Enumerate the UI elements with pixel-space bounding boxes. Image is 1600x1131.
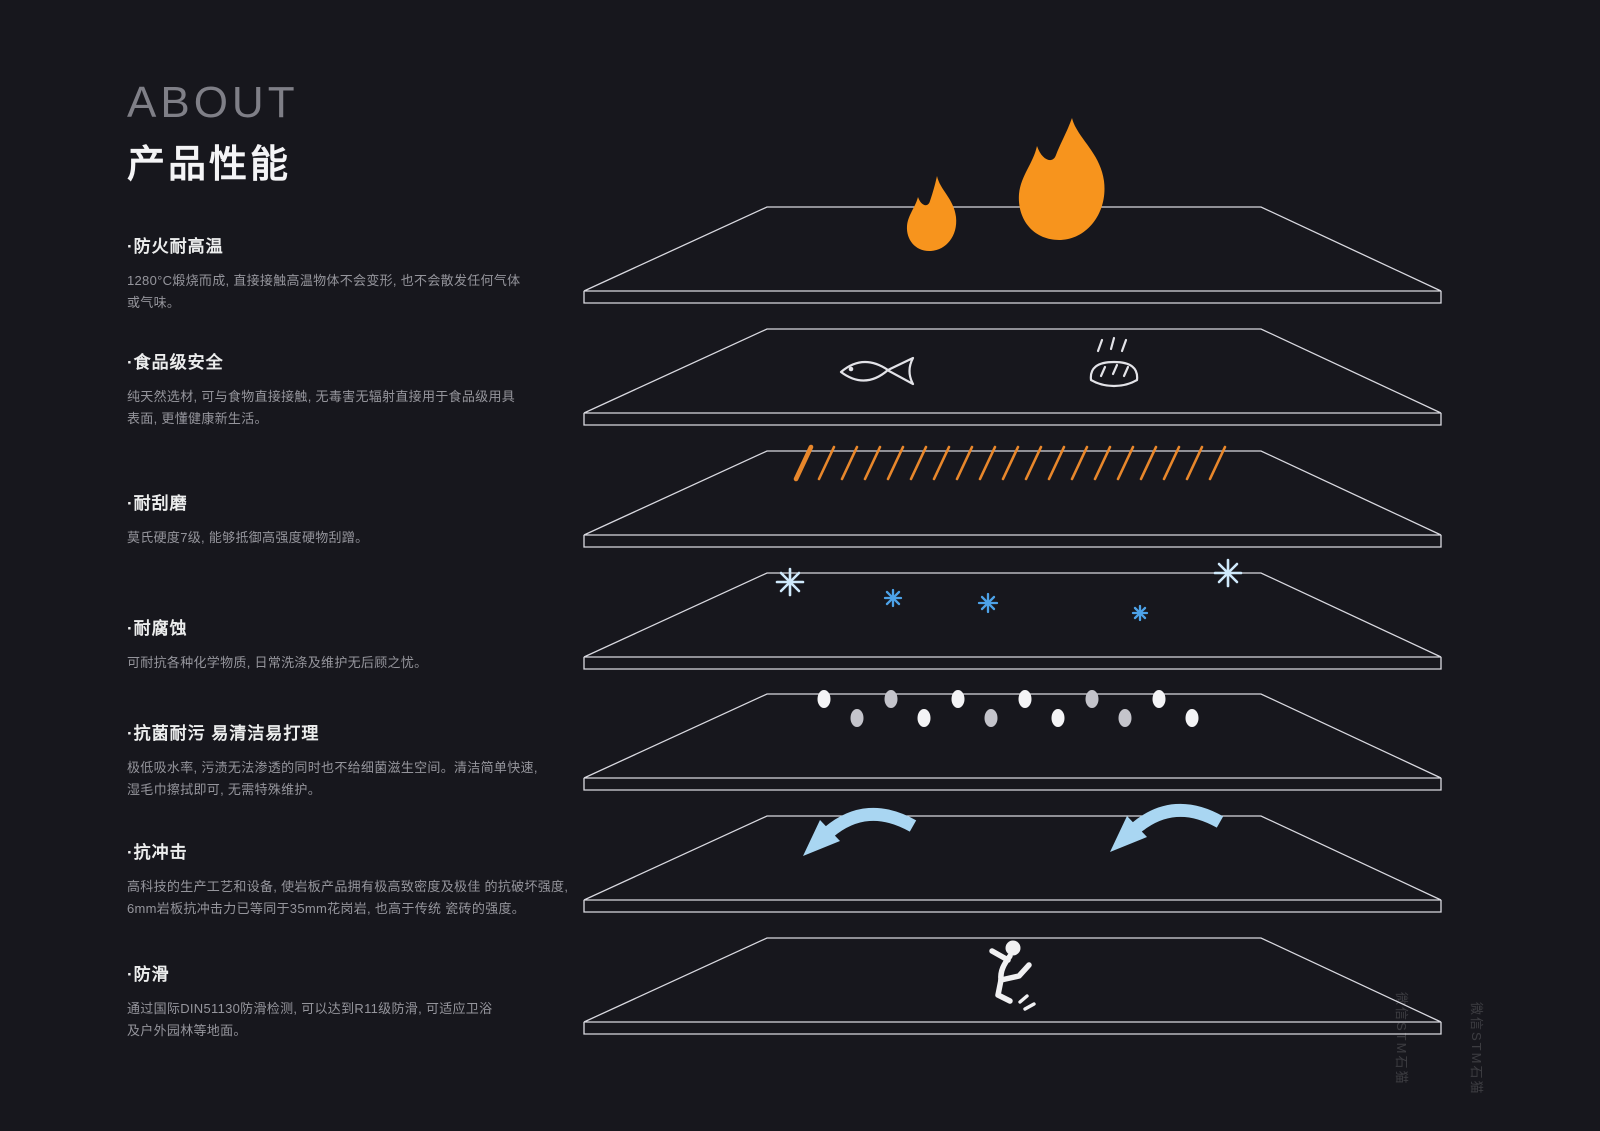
slab-layer-corrosion xyxy=(583,572,1442,670)
slab-layer-antislip xyxy=(583,937,1442,1035)
feature-corrosion-resistant: ·耐腐蚀 可耐抗各种化学物质, 日常洗涤及维护无后顾之忧。 xyxy=(127,614,597,674)
feature-title: ·防滑 xyxy=(127,965,170,984)
feature-fireproof: ·防火耐高温 1280°C煅烧而成, 直接接触高温物体不会变形, 也不会散发任何… xyxy=(127,232,597,314)
snowflake-icons xyxy=(775,558,1243,622)
snowflake-small-1 xyxy=(883,588,903,608)
snowflake-small-2 xyxy=(977,592,999,614)
feature-scratch-resistant: ·耐刮磨 莫氏硬度7级, 能够抵御高强度硬物刮蹭。 xyxy=(127,489,597,549)
watermark: 微信STM石猫 xyxy=(1469,1002,1484,1096)
impact-arrow-right-icon xyxy=(1110,803,1224,852)
feature-title: ·耐刮磨 xyxy=(127,494,188,513)
feature-food-safe: ·食品级安全 纯天然选材, 可与食物直接接触, 无毒害无辐射直接用于食品级用具 … xyxy=(127,348,597,430)
feature-title: ·抗菌耐污 易清洁易打理 xyxy=(127,724,320,743)
feature-desc: 通过国际DIN51130防滑检测, 可以达到R11级防滑, 可适应卫浴 及户外园… xyxy=(127,1001,493,1039)
fish-icon xyxy=(839,356,915,386)
feature-desc: 高科技的生产工艺和设备, 使岩板产品拥有极高致密度及极佳 的抗破坏强度, 6mm… xyxy=(127,879,569,917)
slab-layer-scratch xyxy=(583,450,1442,548)
slipping-person-icon xyxy=(989,940,1036,1011)
feature-desc: 莫氏硬度7级, 能够抵御高强度硬物刮蹭。 xyxy=(127,530,369,545)
feature-desc: 极低吸水率, 污渍无法渗透的同时也不给细菌滋生空间。清洁简单快速, 湿毛巾擦拭即… xyxy=(127,760,538,798)
feature-desc: 1280°C煅烧而成, 直接接触高温物体不会变形, 也不会散发任何气体 或气味。 xyxy=(127,273,521,311)
feature-desc: 可耐抗各种化学物质, 日常洗涤及维护无后顾之忧。 xyxy=(127,655,428,670)
about-heading: ABOUT xyxy=(127,78,299,127)
bread-icon xyxy=(1089,336,1139,388)
flame-large-icon xyxy=(1018,118,1105,241)
feature-desc: 纯天然选材, 可与食物直接接触, 无毒害无辐射直接用于食品级用具 表面, 更懂健… xyxy=(127,389,516,427)
feature-impact-resistant: ·抗冲击 高科技的生产工艺和设备, 使岩板产品拥有极高致密度及极佳 的抗破坏强度… xyxy=(127,838,597,920)
snowflake-small-3 xyxy=(1131,604,1149,622)
droplet-icons xyxy=(817,690,1199,727)
feature-title: ·耐腐蚀 xyxy=(127,619,188,638)
scratch-lines-icon xyxy=(793,444,1227,482)
snowflake-large-right xyxy=(1213,558,1243,588)
page-title: 产品性能 xyxy=(127,144,292,186)
slab-layer-impact xyxy=(583,815,1442,913)
impact-arrow-left-icon xyxy=(803,807,917,856)
feature-anti-slip: ·防滑 通过国际DIN51130防滑检测, 可以达到R11级防滑, 可适应卫浴 … xyxy=(127,960,597,1042)
watermark: 微信STM石猫 xyxy=(1394,992,1409,1086)
slab-layer-food-safe xyxy=(583,328,1442,426)
feature-title: ·食品级安全 xyxy=(127,353,224,372)
feature-title: ·防火耐高温 xyxy=(127,237,224,256)
feature-title: ·抗冲击 xyxy=(127,843,188,862)
feature-antibacterial: ·抗菌耐污 易清洁易打理 极低吸水率, 污渍无法渗透的同时也不给细菌滋生空间。清… xyxy=(127,719,597,801)
snowflake-large-left xyxy=(775,567,805,597)
flame-small-icon xyxy=(906,176,957,252)
